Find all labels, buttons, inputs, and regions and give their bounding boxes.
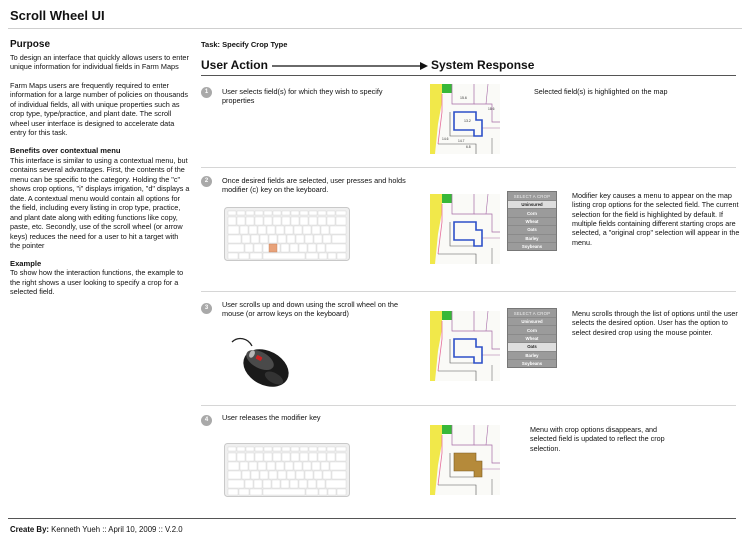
step-2-badge: 2 [201, 176, 212, 187]
crop-menu-header: SELECT A CROP [513, 194, 551, 199]
system-response-header: System Response [431, 58, 535, 72]
title-divider [8, 28, 742, 29]
crop-option-corn[interactable]: Corn [508, 325, 556, 333]
user-action-header: User Action [201, 58, 268, 72]
step-3-response: Menu scrolls through the list of options… [572, 309, 738, 337]
crop-option-wheat[interactable]: Wheat [508, 333, 556, 342]
svg-text:13.2: 13.2 [464, 119, 471, 123]
svg-text:14.6: 14.6 [442, 137, 449, 141]
crop-option-wheat[interactable]: Wheat [508, 216, 556, 225]
step-3-badge: 3 [201, 303, 212, 314]
crop-option-oats[interactable]: Oats [508, 342, 556, 351]
flow-arrow-icon [272, 62, 428, 70]
description-column: Purpose To design an interface that quic… [10, 38, 190, 297]
svg-text:6.8: 6.8 [466, 145, 471, 149]
crop-option-uninsured[interactable]: Uninsured [508, 200, 556, 209]
crop-menu[interactable]: SELECT A CROP Uninsured Corn Wheat Oats … [507, 191, 557, 252]
footer-label: Create By: [10, 525, 49, 534]
step-2-map [430, 194, 500, 264]
crop-option-uninsured[interactable]: Uninsured [508, 317, 556, 325]
step-1-response: Selected field(s) is highlighted on the … [534, 87, 668, 96]
step-4-badge: 4 [201, 415, 212, 426]
step-divider [201, 291, 736, 292]
purpose-detail-text: Farm Maps users are frequently required … [10, 80, 189, 138]
step-1-map: 15.6 13.2 14.6 18.6 14.7 6.8 [430, 84, 500, 154]
step-divider [201, 405, 736, 406]
crop-menu[interactable]: SELECT A CROP Uninsured Corn Wheat Oats … [507, 308, 557, 369]
benefits-heading: Benefits over contextual menu [10, 145, 121, 155]
task-label: Task: Specify Crop Type [201, 40, 288, 49]
purpose-text: To design an interface that quickly allo… [10, 53, 189, 72]
benefits-text: This interface is similar to using a con… [10, 155, 190, 251]
purpose-heading: Purpose [10, 39, 51, 50]
step-4-map [430, 425, 500, 495]
footer: Create By: Kenneth Yueh :: April 10, 200… [10, 525, 183, 534]
crop-option-barley[interactable]: Barley [508, 233, 556, 242]
svg-text:18.6: 18.6 [488, 107, 495, 111]
keyboard-image [224, 207, 350, 261]
footer-divider [8, 518, 736, 519]
mouse-image [228, 334, 294, 396]
footer-credit: Kenneth Yueh :: April 10, 2009 :: V.2.0 [51, 525, 183, 534]
step-4-action: User releases the modifier key [222, 413, 321, 422]
step-2-action: Once desired fields are selected, user p… [222, 176, 406, 195]
step-4-response: Menu with crop options disappears, and s… [530, 425, 665, 453]
crop-option-corn[interactable]: Corn [508, 208, 556, 216]
crop-option-soybeans[interactable]: Soybeans [508, 241, 556, 250]
header-divider [201, 75, 736, 76]
svg-text:14.7: 14.7 [458, 139, 465, 143]
step-2-response: Modifier key causes a menu to appear on … [572, 191, 740, 247]
crop-menu-header: SELECT A CROP [513, 311, 551, 316]
crop-option-barley[interactable]: Barley [508, 350, 556, 359]
example-heading: Example [10, 258, 42, 268]
svg-text:15.6: 15.6 [460, 96, 467, 100]
crop-option-oats[interactable]: Oats [508, 225, 556, 233]
step-1-badge: 1 [201, 87, 212, 98]
step-3-action: User scrolls up and down using the scrol… [222, 300, 399, 319]
example-text: To show how the interaction functions, t… [10, 268, 184, 297]
crop-option-soybeans[interactable]: Soybeans [508, 358, 556, 367]
step-3-map [430, 311, 500, 381]
step-divider [201, 167, 736, 168]
step-1-action: User selects field(s) for which they wis… [222, 87, 383, 106]
page-title: Scroll Wheel UI [10, 8, 105, 23]
keyboard-image [224, 443, 350, 497]
